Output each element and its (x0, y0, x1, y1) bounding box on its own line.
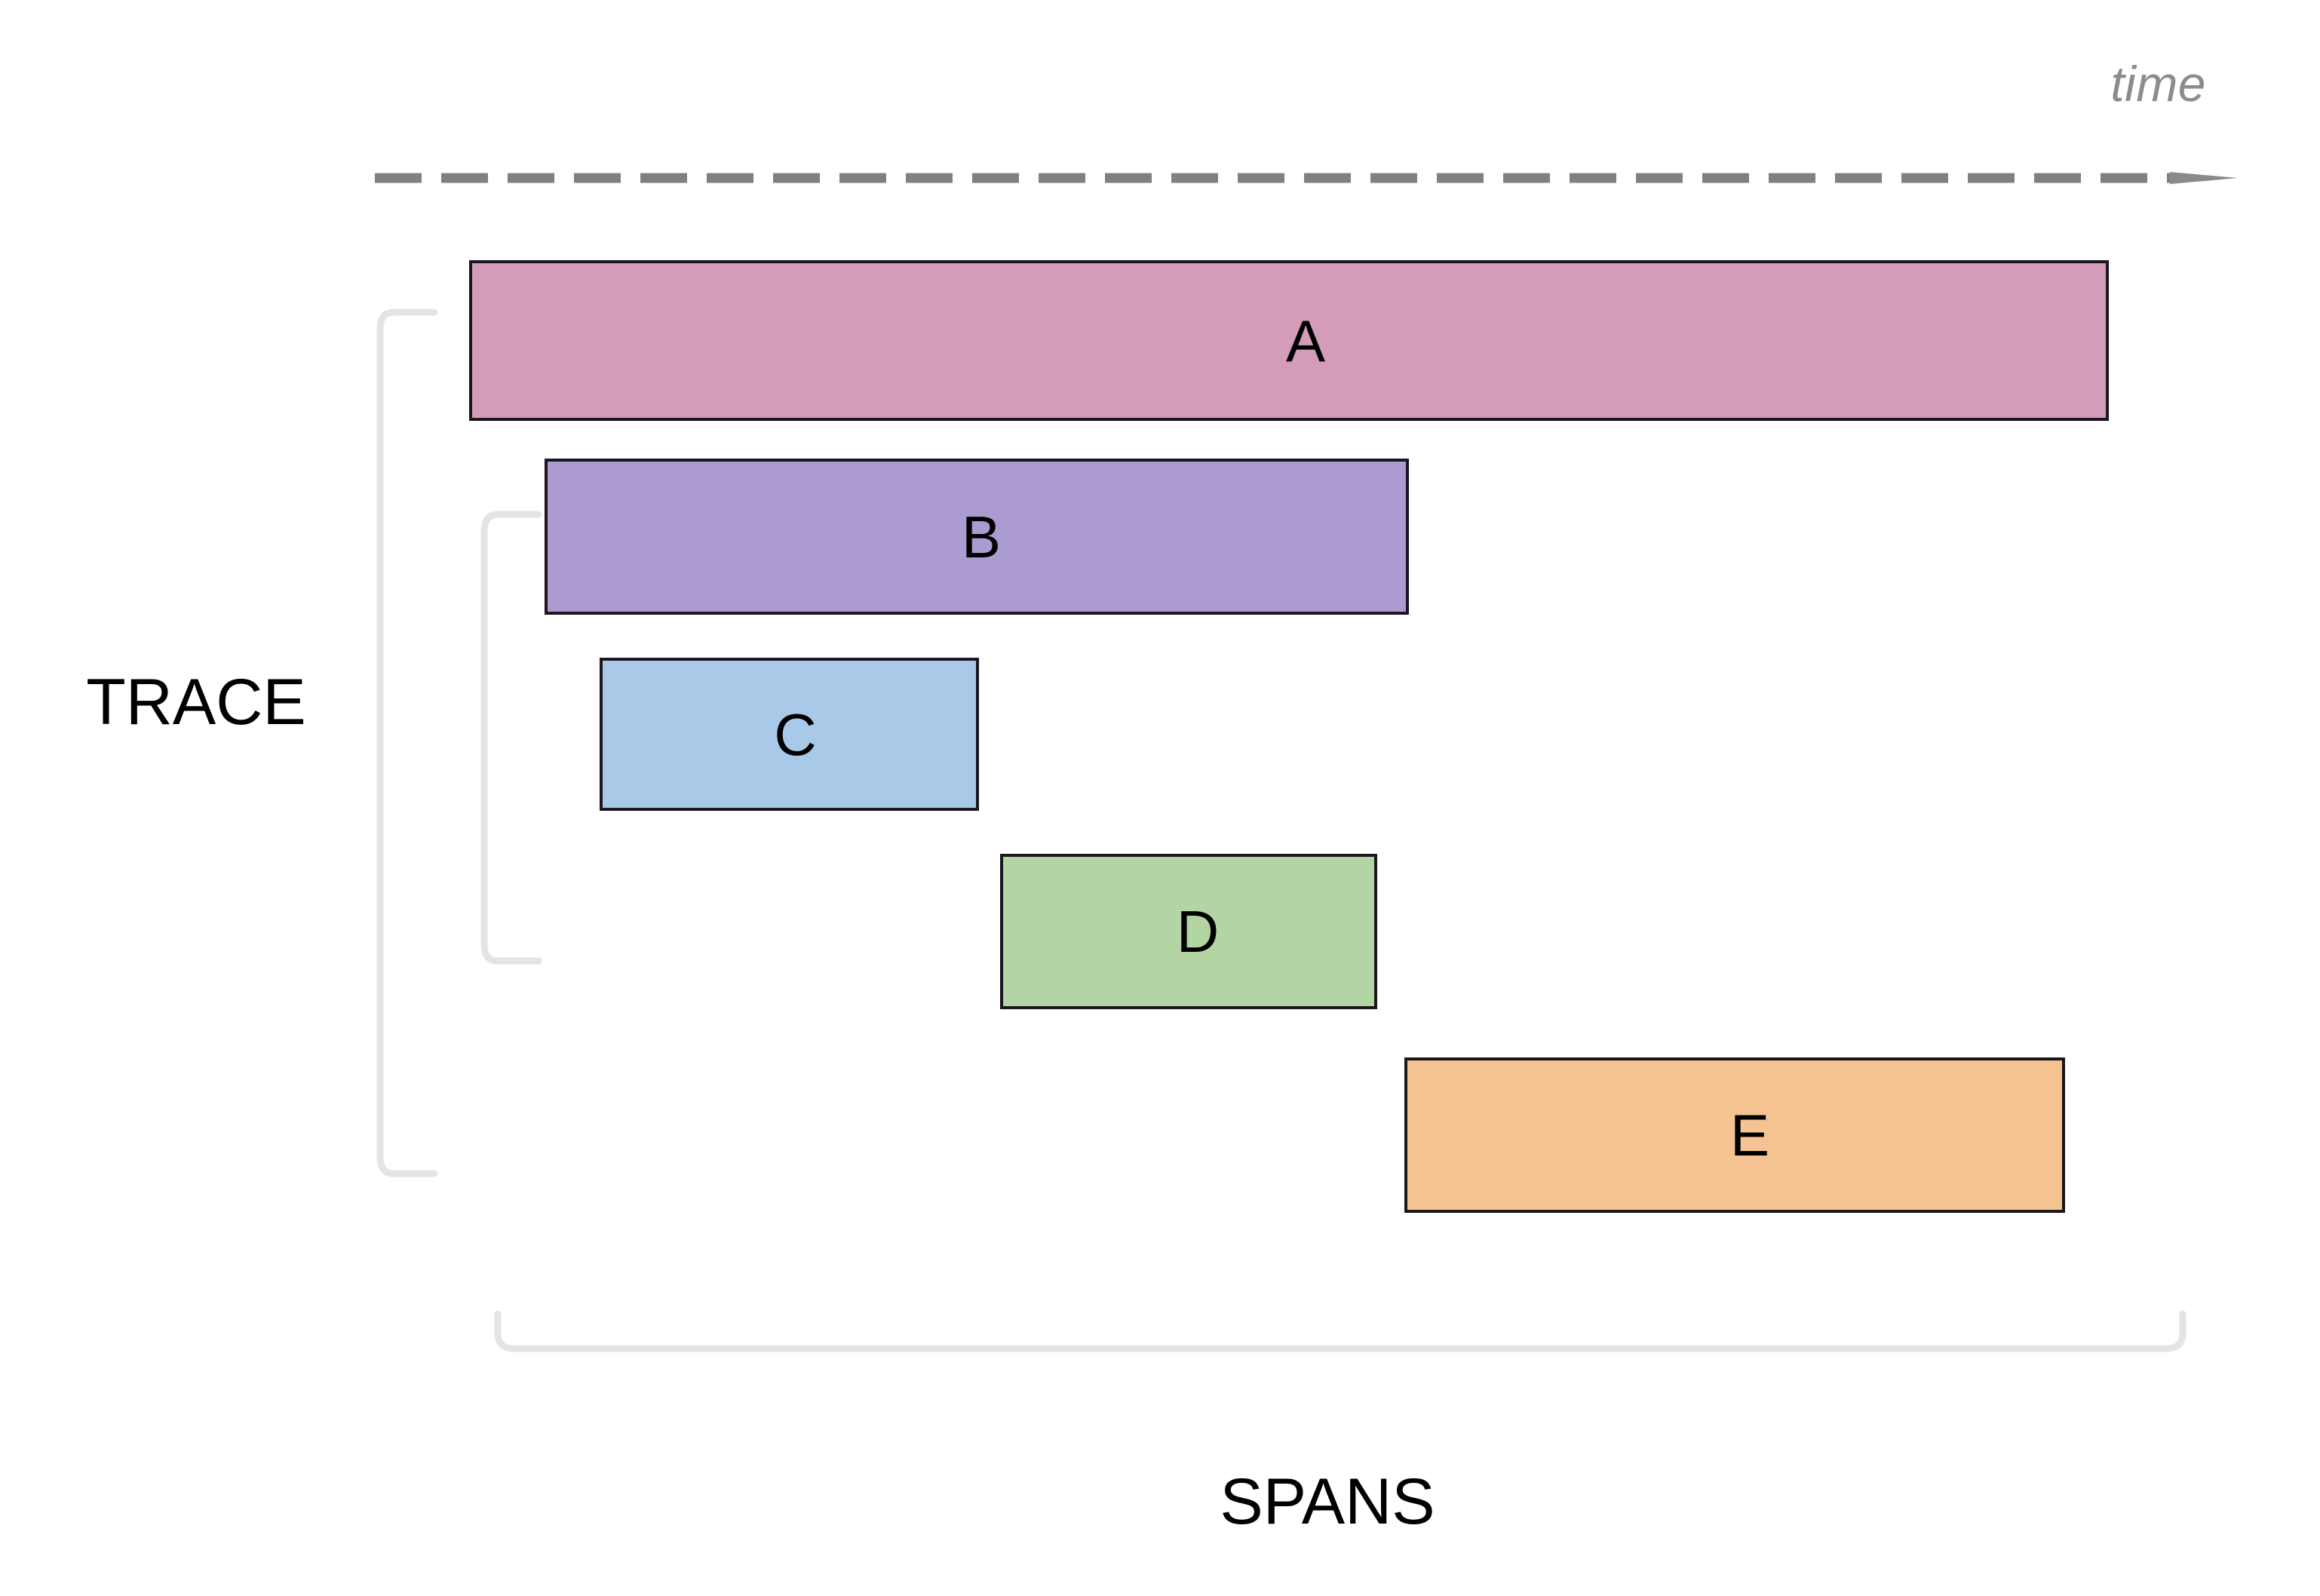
spans-group-label: SPANS (1220, 1466, 1435, 1538)
trace-bracket-path (376, 308, 438, 1177)
span-label-c: C (774, 701, 817, 768)
child-span-bracket-path (480, 511, 542, 965)
span-bar-a[interactable]: A (469, 260, 2109, 421)
span-label-e: E (1729, 1102, 1770, 1168)
span-label-b: B (961, 503, 1002, 570)
trace-group-label: TRACE (86, 666, 306, 738)
time-axis-arrowhead (2170, 172, 2238, 184)
span-bar-b[interactable]: B (545, 459, 1409, 615)
span-label-d: D (1176, 898, 1220, 965)
time-axis-arrow (375, 172, 2238, 184)
spans-bracket (494, 1310, 2187, 1353)
spans-bracket-path (494, 1310, 2187, 1352)
span-bar-c[interactable]: C (600, 658, 979, 811)
span-label-a: A (1285, 307, 1326, 374)
span-bar-d[interactable]: D (1000, 854, 1377, 1009)
trace-bracket (376, 308, 438, 1177)
span-bar-e[interactable]: E (1404, 1057, 2065, 1213)
child-span-bracket (480, 511, 542, 965)
time-axis-label: time (2110, 56, 2206, 112)
